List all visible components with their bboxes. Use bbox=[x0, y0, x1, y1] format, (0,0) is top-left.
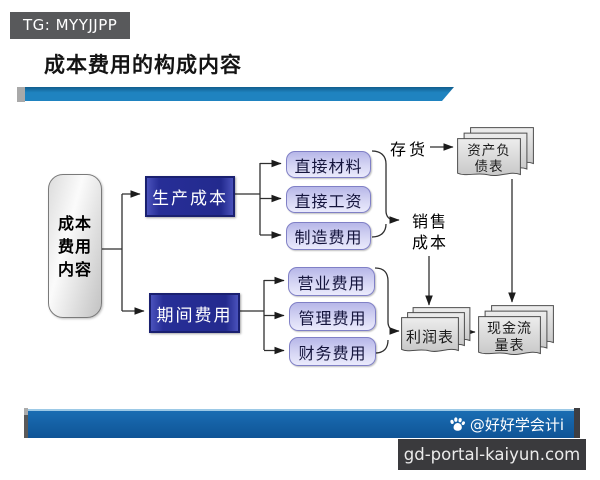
doc-label: 资产负 债表 bbox=[457, 138, 521, 180]
footer-credit: @好好学会计i bbox=[449, 411, 564, 438]
node-direct-wages: 直接工资 bbox=[286, 186, 371, 213]
node-production-cost: 生产成本 bbox=[145, 176, 235, 217]
doc-line: 利润表 bbox=[405, 328, 454, 346]
node-admin-expense: 管理费用 bbox=[289, 302, 376, 331]
footer-left-edge bbox=[24, 408, 28, 438]
doc-cash-flow-statement: 现金流 量表 bbox=[478, 305, 555, 361]
baidu-paw-icon bbox=[450, 417, 465, 431]
label-cost-of-sales: 销售 成本 bbox=[406, 211, 454, 253]
node-direct-materials: 直接材料 bbox=[286, 151, 371, 178]
doc-income-statement: 利润表 bbox=[401, 307, 471, 358]
footer-credit-text: @好好学会计i bbox=[469, 416, 564, 434]
label-line: 销售 bbox=[411, 212, 448, 231]
doc-line: 资产负 bbox=[467, 143, 511, 159]
title-ribbon bbox=[25, 87, 454, 101]
label-line: 成本 bbox=[411, 233, 448, 252]
doc-label: 利润表 bbox=[401, 317, 459, 356]
doc-line: 现金流 bbox=[487, 320, 532, 337]
label-inventory: 存货 bbox=[390, 140, 429, 159]
doc-line: 量表 bbox=[494, 337, 525, 354]
node-line: 内容 bbox=[57, 259, 92, 279]
node-manufacturing-overhead: 制造费用 bbox=[286, 222, 371, 250]
node-financial-expense: 财务费用 bbox=[289, 337, 376, 366]
watermark-badge-bottom: gd-portal-kaiyun.com bbox=[398, 439, 586, 470]
footer-bar: @好好学会计i bbox=[24, 408, 580, 438]
watermark-badge-top: TG: MYYJJPP bbox=[10, 12, 131, 39]
node-line: 费用 bbox=[57, 236, 92, 256]
doc-line: 债表 bbox=[474, 159, 504, 175]
node-line: 成本 bbox=[57, 213, 92, 233]
doc-balance-sheet: 资产负 债表 bbox=[457, 127, 535, 182]
ribbon-end-cap bbox=[17, 87, 25, 102]
node-cost-expense-content: 成本 费用 内容 bbox=[48, 174, 102, 318]
footer-blue-band: @好好学会计i bbox=[28, 409, 574, 438]
node-period-expense: 期间费用 bbox=[149, 293, 240, 333]
footer-right-edge bbox=[574, 408, 580, 438]
page-title: 成本费用的构成内容 bbox=[44, 53, 242, 77]
doc-label: 现金流 量表 bbox=[478, 316, 541, 359]
node-operating-expense: 营业费用 bbox=[288, 267, 375, 296]
